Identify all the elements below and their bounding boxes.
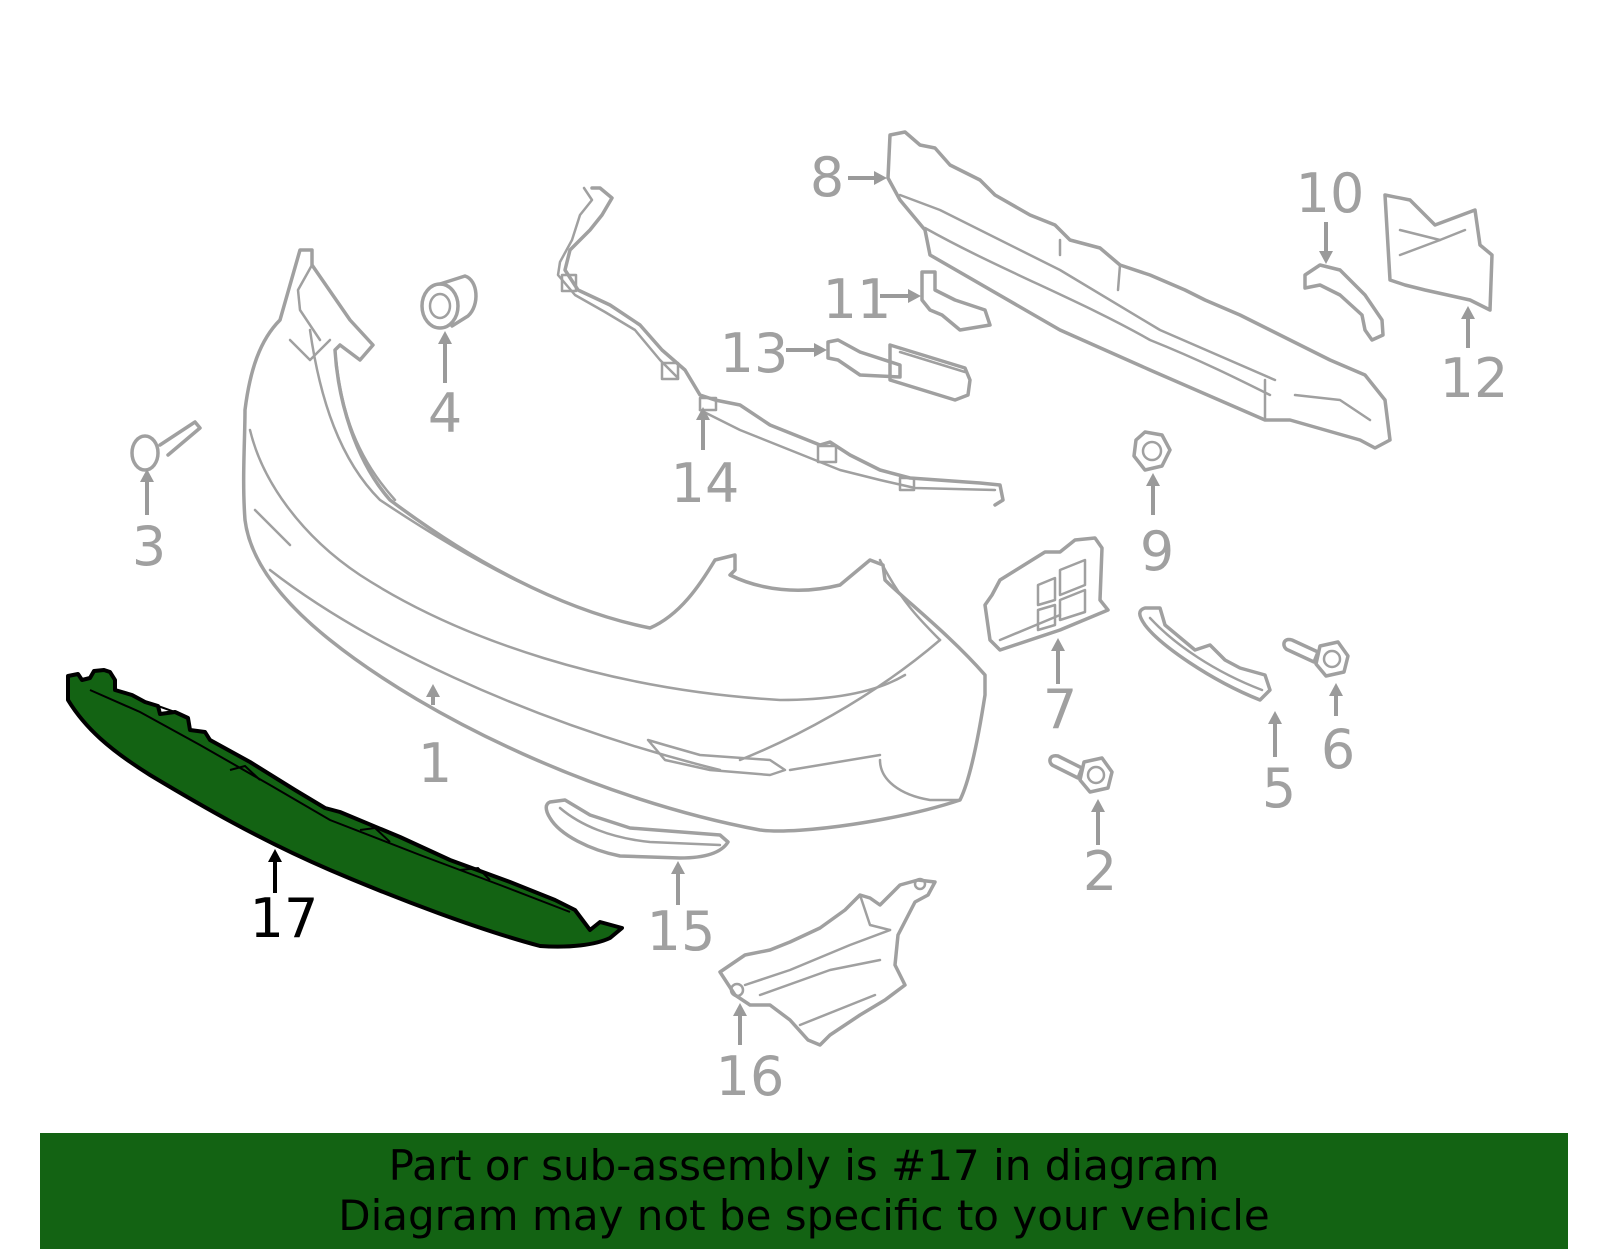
part-17-valance-highlighted — [66, 668, 624, 949]
callout-7-label: 7 — [1043, 678, 1077, 741]
part-5-bracket — [1138, 606, 1272, 702]
callout-14: 14 — [671, 407, 740, 515]
callout-10-label: 10 — [1296, 162, 1365, 225]
callout-3: 3 — [132, 469, 166, 578]
callout-11: 11 — [823, 268, 921, 331]
part-6-bolt — [1282, 637, 1350, 678]
callout-12: 12 — [1440, 306, 1509, 410]
callout-3-label: 3 — [132, 515, 166, 578]
callout-9-label: 9 — [1140, 520, 1174, 583]
part-15-trim — [544, 798, 730, 860]
callout-4-label: 4 — [428, 382, 462, 445]
part-8-reinforcement — [886, 130, 1392, 450]
part-4-grommet — [420, 274, 478, 330]
part-11-bracket — [920, 270, 992, 332]
part-7-support — [983, 536, 1110, 652]
callout-6-label: 6 — [1321, 718, 1355, 781]
callout-4: 4 — [428, 331, 462, 445]
callout-12-label: 12 — [1440, 347, 1509, 410]
callout-1-label: 1 — [418, 732, 452, 795]
callout-15-label: 15 — [647, 900, 716, 963]
banner-line-2: Diagram may not be specific to your vehi… — [338, 1191, 1270, 1240]
callout-13: 13 — [720, 322, 827, 385]
banner-line-1: Part or sub-assembly is #17 in diagram — [388, 1141, 1220, 1190]
callout-16-label: 16 — [716, 1045, 785, 1108]
part-10-bracket — [1303, 263, 1385, 342]
callout-15: 15 — [647, 861, 716, 963]
part-2-bolt — [1048, 754, 1114, 794]
part-13-bracket — [826, 338, 972, 402]
part-12-bracket — [1383, 193, 1494, 312]
callout-1: 1 — [418, 684, 452, 795]
callout-9: 9 — [1140, 473, 1174, 583]
info-banner: Part or sub-assembly is #17 in diagram D… — [40, 1133, 1568, 1249]
callout-5-label: 5 — [1262, 757, 1296, 820]
callout-14-label: 14 — [671, 452, 740, 515]
part-1-bumper-cover — [241, 248, 987, 833]
callout-10: 10 — [1296, 162, 1365, 264]
part-9-nut — [1132, 430, 1172, 472]
callout-2-label: 2 — [1083, 840, 1117, 903]
part-3-clip — [130, 420, 202, 472]
callout-6: 6 — [1321, 683, 1355, 781]
callout-17-label: 17 — [250, 887, 319, 950]
callout-17: 17 — [250, 849, 319, 950]
part-14-wiring — [556, 186, 1005, 507]
callout-8-label: 8 — [810, 146, 844, 209]
callout-11-label: 11 — [823, 268, 892, 331]
callout-5: 5 — [1262, 711, 1296, 820]
callout-2: 2 — [1083, 799, 1117, 903]
callout-8: 8 — [810, 146, 887, 209]
callout-16: 16 — [716, 1003, 785, 1108]
callout-7: 7 — [1043, 638, 1077, 741]
part-16-shield — [718, 877, 937, 1047]
callout-13-label: 13 — [720, 322, 789, 385]
